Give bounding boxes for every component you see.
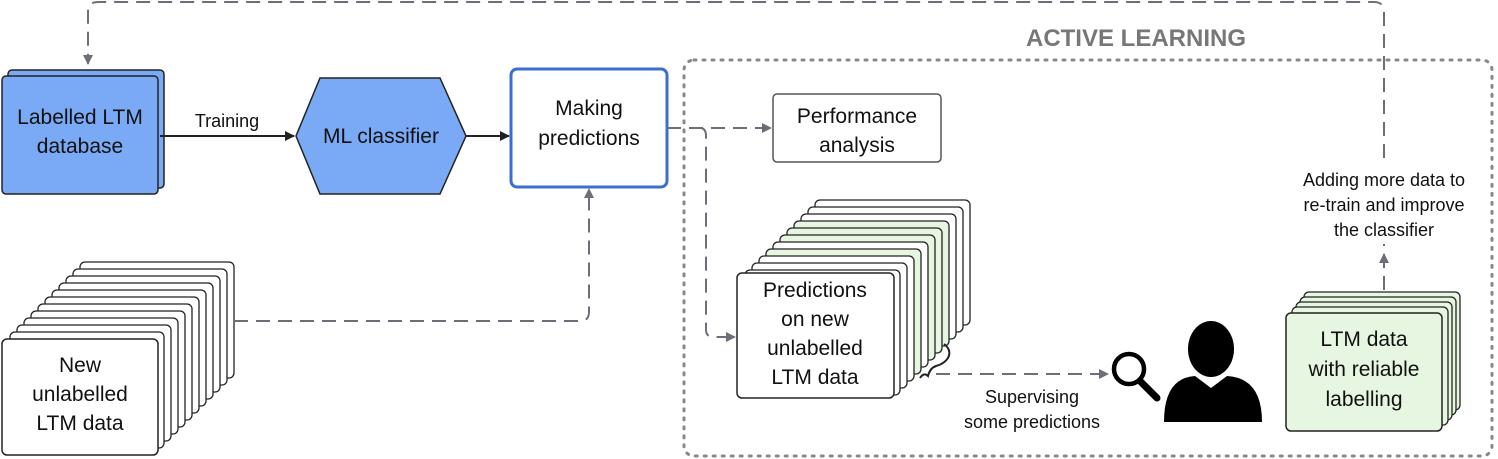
predictions-line2: on new [781,308,850,331]
labelled-db-line1: Labelled LTM [17,106,143,129]
feedback-loop-arrow [83,1,1385,290]
making-predictions-line1: Making [555,97,623,120]
to-predictions-stack-arrow [699,127,736,342]
new-unlabelled-line1: New [59,354,102,377]
adding-label-background [1282,164,1488,244]
ml-classifier-label: ML classifier [323,125,439,148]
adding-line2: re-train and improve [1303,195,1464,215]
predictions-stack: Predictions on new unlabelled LTM data [736,199,971,399]
subset-brace [919,343,951,379]
supervising-line1: Supervising [985,387,1079,407]
predictions-line4: LTM data [771,366,858,389]
reliable-data-line1: LTM data [1320,328,1407,351]
new-unlabelled-line2: unlabelled [32,383,128,406]
active-learning-region [682,58,1494,458]
making-predictions-line2: predictions [538,127,640,150]
training-label: Training [195,111,259,131]
reliable-data-line2: with reliable [1308,358,1420,381]
making-predictions-node: Making predictions [509,67,669,189]
user-icon [1164,321,1262,422]
new-unlabelled-data-stack: New unlabelled LTM data [1,261,235,456]
reliable-data-stack: LTM data with reliable labelling [1285,291,1461,432]
adding-line1: Adding more data to [1303,170,1465,190]
predictions-line1: Predictions [763,279,867,302]
predictions-line3: unlabelled [767,337,863,360]
performance-analysis-node: Performance analysis [772,93,942,163]
ml-classifier-node: ML classifier [295,77,467,195]
performance-line1: Performance [797,105,917,128]
performance-line2: analysis [819,134,895,157]
new-data-to-predictions-arrow [234,188,594,322]
supervising-line2: some predictions [964,412,1100,432]
new-unlabelled-line3: LTM data [36,412,123,435]
reliable-data-line3: labelling [1325,388,1402,411]
adding-line3: the classifier [1334,220,1434,240]
labelled-db-line2: database [37,135,123,158]
magnifier-icon [1111,351,1161,402]
labelled-ltm-database-node: Labelled LTM database [1,69,165,195]
active-learning-title: ACTIVE LEARNING [1026,25,1246,52]
